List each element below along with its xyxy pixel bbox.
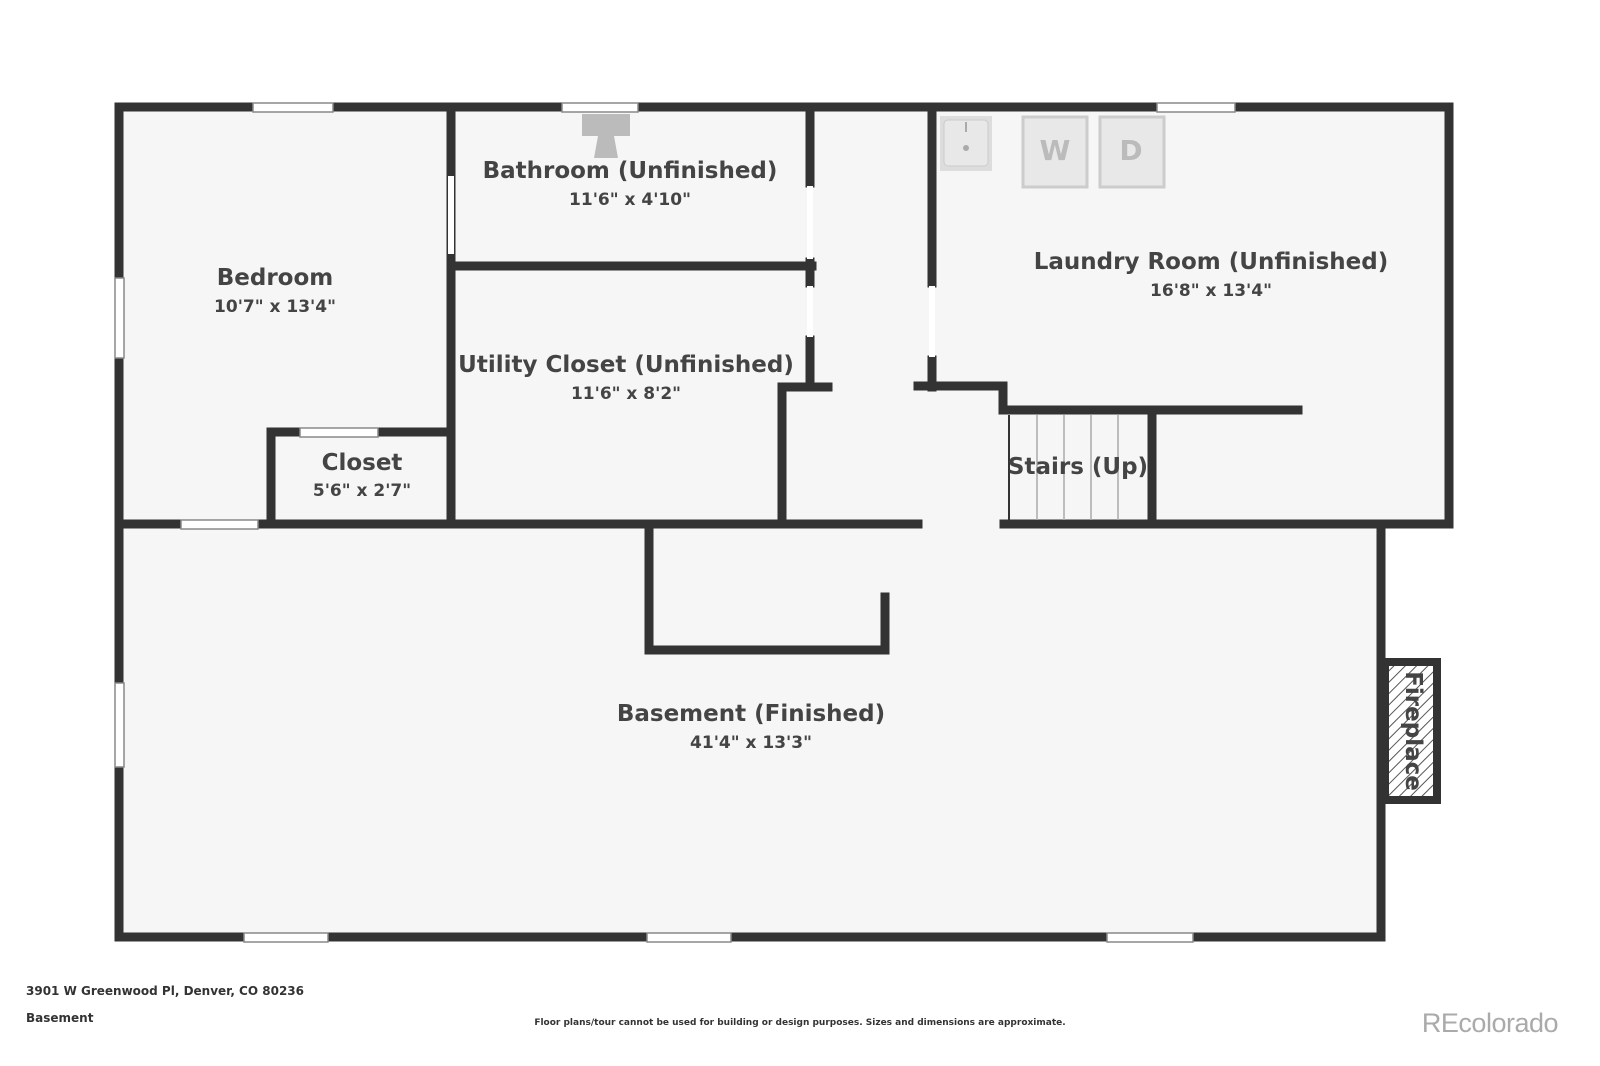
brand-logo: REcolorado	[1421, 1008, 1559, 1038]
stair-treads	[1008, 415, 1119, 520]
closet-name: Closet	[322, 450, 403, 476]
sink-icon	[940, 116, 992, 171]
laundry-dims: 16'8" x 13'4"	[1150, 281, 1272, 301]
windows	[114, 102, 1236, 943]
bathroom-dims: 11'6" x 4'10"	[569, 190, 691, 210]
property-address: 3901 W Greenwood Pl, Denver, CO 80236	[26, 984, 304, 998]
disclaimer: Floor plans/tour cannot be used for buil…	[534, 1018, 1066, 1028]
closet-dims: 5'6" x 2'7"	[313, 481, 411, 501]
toilet-icon	[582, 114, 630, 158]
dryer-label: D	[1119, 134, 1142, 167]
utility-name: Utility Closet (Unfinished)	[458, 352, 794, 378]
utility-dims: 11'6" x 8'2"	[571, 384, 681, 404]
basement-dims: 41'4" x 13'3"	[690, 733, 812, 753]
basement-name: Basement (Finished)	[617, 701, 885, 727]
door-openings	[448, 176, 935, 357]
washer-label: W	[1040, 134, 1071, 167]
walls	[114, 102, 1454, 942]
washer-icon: W	[1021, 115, 1089, 189]
dryer-icon: D	[1098, 115, 1166, 189]
bedroom-dims: 10'7" x 13'4"	[214, 297, 336, 317]
bathroom-name: Bathroom (Unfinished)	[483, 158, 778, 184]
fireplace-hatch	[1381, 658, 1441, 804]
floor-level: Basement	[26, 1011, 94, 1025]
laundry-name: Laundry Room (Unfinished)	[1034, 249, 1389, 275]
bedroom-name: Bedroom	[217, 265, 334, 291]
stairs-name: Stairs (Up)	[1008, 454, 1148, 480]
fireplace-name: Fireplace	[1400, 671, 1426, 791]
